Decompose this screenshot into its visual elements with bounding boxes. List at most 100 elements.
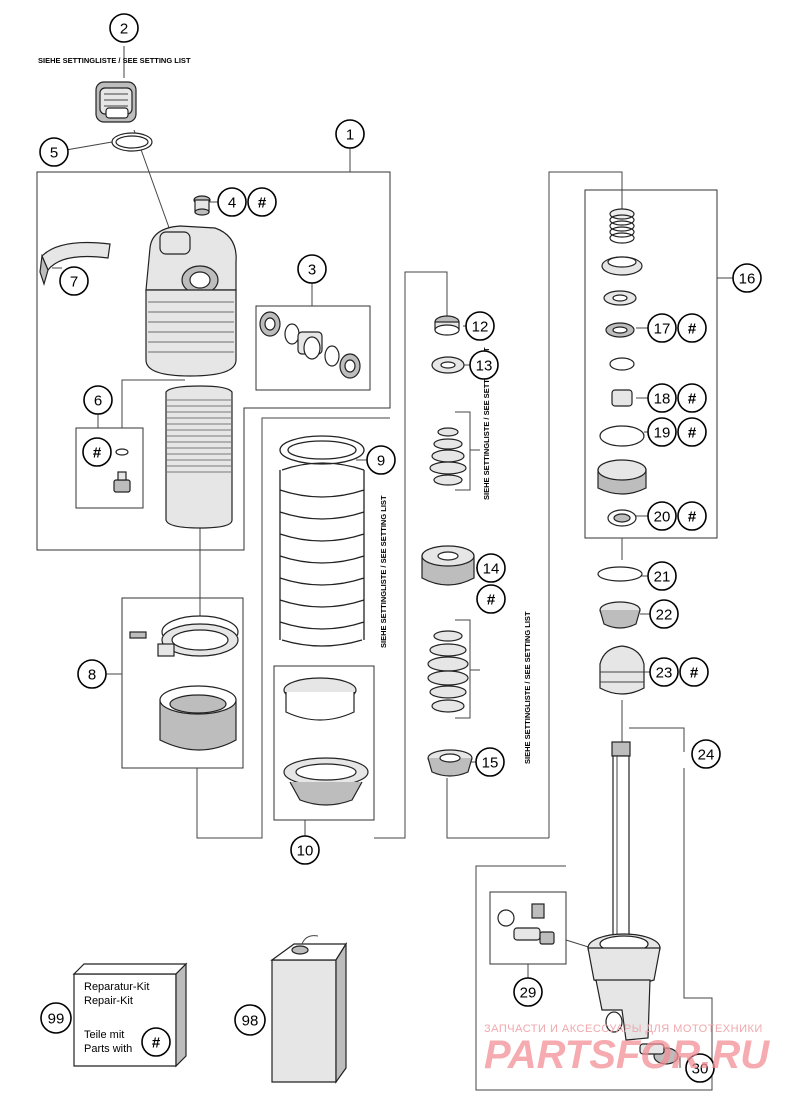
part-15-shim-stack: [427, 630, 469, 713]
part-10-spring-plates: [283, 677, 369, 806]
svg-text:15: 15: [482, 755, 499, 772]
callout-14-hash[interactable]: #: [476, 584, 506, 614]
svg-text:14: 14: [483, 561, 500, 578]
part-8-adjuster-ring: [129, 615, 239, 751]
callout-9[interactable]: 9: [366, 445, 396, 475]
svg-text:8: 8: [88, 667, 96, 684]
svg-text:21: 21: [654, 569, 671, 586]
svg-text:#: #: [258, 195, 267, 212]
part-98-oil-can: [270, 935, 348, 1084]
callout-18[interactable]: 18: [647, 383, 677, 413]
svg-text:5: 5: [50, 145, 58, 162]
callout-19[interactable]: 19: [647, 417, 677, 447]
part-3-seal-kit: [259, 311, 361, 379]
callout-23-hash[interactable]: #: [679, 657, 709, 687]
part-30-bushing: [639, 1043, 679, 1065]
svg-text:#: #: [690, 665, 699, 682]
svg-text:2: 2: [120, 21, 128, 38]
callout-4[interactable]: 4: [217, 187, 247, 217]
callout-13[interactable]: 13: [469, 350, 499, 380]
callout-24[interactable]: 24: [691, 739, 721, 769]
part-13-washer: [431, 356, 465, 374]
callout-19-hash[interactable]: #: [677, 417, 707, 447]
repair-kit-line2: Repair-Kit: [84, 995, 133, 1007]
svg-text:12: 12: [472, 319, 489, 336]
callout-23[interactable]: 23: [649, 657, 679, 687]
part-24-shaft-clevis: [587, 741, 661, 1041]
svg-text:#: #: [688, 425, 697, 442]
callout-10[interactable]: 10: [290, 835, 320, 865]
svg-text:3: 3: [308, 262, 316, 279]
svg-text:13: 13: [476, 358, 493, 375]
svg-text:10: 10: [297, 843, 314, 860]
part-12-nut: [434, 315, 460, 336]
svg-text:17: 17: [654, 321, 671, 338]
part-2-adjuster: [95, 81, 137, 123]
svg-text:99: 99: [48, 1011, 65, 1028]
part-4-screw: [193, 195, 211, 216]
svg-text:30: 30: [692, 1061, 709, 1078]
callout-17-hash[interactable]: #: [677, 313, 707, 343]
callout-20-hash[interactable]: #: [677, 501, 707, 531]
callout-30[interactable]: 30: [685, 1053, 715, 1083]
svg-text:6: 6: [94, 393, 102, 410]
svg-text:7: 7: [70, 274, 78, 291]
setting-list-note-15: SIEHE SETTINGLISTE / SEE SETTING LIST: [523, 611, 532, 764]
part-15-spring-seat: [427, 749, 473, 777]
callout-8[interactable]: 8: [77, 659, 107, 689]
svg-text:#: #: [688, 391, 697, 408]
callout-17[interactable]: 17: [647, 313, 677, 343]
callout-22[interactable]: 22: [649, 599, 679, 629]
part-1-damper-body: [145, 225, 237, 529]
callout-5[interactable]: 5: [39, 137, 69, 167]
callout-3[interactable]: 3: [297, 254, 327, 284]
svg-text:22: 22: [656, 607, 673, 624]
watermark-brand: PARTSFOR.RU: [484, 1033, 770, 1077]
svg-text:16: 16: [739, 271, 756, 288]
part-14-piston: [421, 545, 475, 586]
watermark-tagline: ЗАПЧАСТИ И АКСЕССУАРЫ ДЛЯ МОТОТЕХНИКИ: [484, 1023, 763, 1035]
callout-14[interactable]: 14: [476, 553, 506, 583]
part-9-spring: [279, 435, 365, 647]
svg-text:19: 19: [654, 425, 671, 442]
part-21-circlip: [597, 566, 643, 582]
callout-6-hash[interactable]: #: [82, 437, 112, 467]
callout-7[interactable]: 7: [59, 266, 89, 296]
part-7-sleeve: [41, 241, 111, 272]
callout-99[interactable]: 99: [40, 1002, 72, 1034]
svg-text:24: 24: [698, 747, 715, 764]
callout-20[interactable]: 20: [647, 501, 677, 531]
part-23-bump-rubber: [599, 645, 645, 695]
callout-1[interactable]: 1: [335, 119, 365, 149]
setting-list-note-top: SIEHE SETTINGLISTE / SEE SETTING LIST: [38, 56, 191, 65]
callout-2[interactable]: 2: [109, 13, 139, 43]
svg-text:18: 18: [654, 391, 671, 408]
svg-text:29: 29: [520, 985, 537, 1002]
callout-16[interactable]: 16: [732, 263, 762, 293]
callout-6[interactable]: 6: [83, 385, 113, 415]
svg-text:#: #: [93, 445, 102, 462]
svg-text:23: 23: [656, 665, 673, 682]
callout-18-hash[interactable]: #: [677, 383, 707, 413]
repair-kit-line3: Teile mit: [84, 1029, 124, 1041]
frame-lines: [36, 46, 733, 1091]
part-6-valve: [113, 448, 131, 493]
svg-text:1: 1: [346, 127, 354, 144]
svg-text:#: #: [152, 1035, 161, 1052]
callout-21[interactable]: 21: [647, 561, 677, 591]
svg-text:4: 4: [228, 195, 236, 212]
part-29-adjuster-valve: [497, 903, 555, 945]
svg-text:20: 20: [654, 509, 671, 526]
part-13-shim-stack: [429, 427, 467, 486]
svg-text:98: 98: [242, 1013, 259, 1030]
svg-text:#: #: [487, 592, 496, 609]
repair-kit-hash: #: [141, 1027, 171, 1057]
svg-text:#: #: [688, 321, 697, 338]
callout-15[interactable]: 15: [475, 747, 505, 777]
callout-98[interactable]: 98: [234, 1004, 266, 1036]
callout-12[interactable]: 12: [465, 311, 495, 341]
callout-4-hash[interactable]: #: [247, 187, 277, 217]
callout-29[interactable]: 29: [513, 977, 543, 1007]
setting-list-note-9: SIEHE SETTINGLISTE / SEE SETTING LIST: [379, 495, 388, 648]
